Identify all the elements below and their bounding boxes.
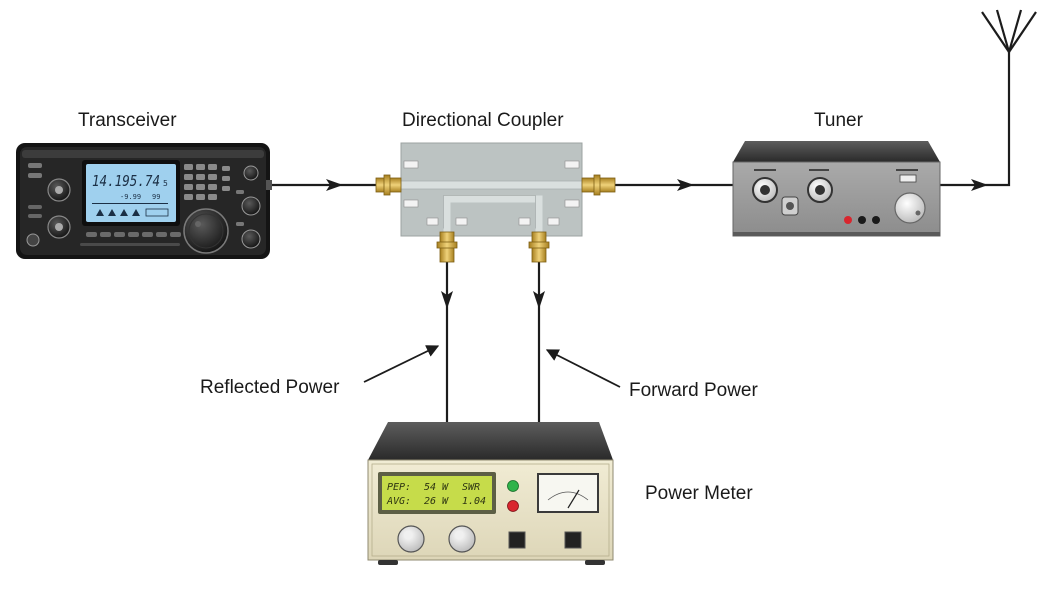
meter-knob-left <box>397 525 425 553</box>
transceiver-frequency: 14.195.74 <box>92 172 160 190</box>
transceiver-right-controls <box>236 165 261 249</box>
antenna-icon <box>981 9 1037 53</box>
arrow-forward-down <box>533 291 545 309</box>
meter-lcd <box>382 476 492 510</box>
tuner-device <box>732 141 941 237</box>
transceiver-bottom-buttons <box>80 232 181 246</box>
meter-knob-right <box>448 525 476 553</box>
transceiver-left-controls <box>26 163 71 247</box>
arrow-reflected-down <box>441 291 453 309</box>
coupler-reflected-port <box>436 231 458 263</box>
transceiver-main-dial <box>183 208 229 254</box>
coupler-label: Directional Coupler <box>402 110 564 131</box>
flow-arrows <box>326 179 988 309</box>
meter-led-red <box>507 500 519 512</box>
meter-led-green <box>507 480 519 492</box>
transceiver-sub-right: 99 <box>152 193 160 201</box>
meter-row1-label: PEP: <box>387 482 411 493</box>
arrow-to-coupler <box>326 179 343 191</box>
forward-callout-arrow <box>545 349 621 388</box>
reflected-power-label: Reflected Power <box>200 377 340 398</box>
meter-button-right <box>564 531 582 549</box>
coupler-forward-port <box>528 231 550 263</box>
arrow-to-tuner <box>677 179 694 191</box>
wires <box>268 52 1011 425</box>
wire-tuner-to-antenna <box>940 52 1011 187</box>
reflected-callout-arrow <box>363 345 440 383</box>
directional-coupler-device <box>375 142 616 263</box>
arrow-to-antenna-feed <box>971 179 988 191</box>
meter-row2-extra: 1.04 <box>462 496 486 507</box>
forward-power-label: Forward Power <box>629 380 758 401</box>
tuner-led-red <box>844 216 852 224</box>
coupler-input-connector <box>375 174 402 196</box>
transceiver-scope <box>92 203 169 217</box>
power-meter-device: PEP: 54 W SWR AVG: 26 W 1.04 <box>367 422 614 565</box>
meter-row2-value: 26 W <box>424 496 449 507</box>
transceiver-sub-left: -9.99 <box>120 193 141 201</box>
power-meter-label: Power Meter <box>645 483 753 504</box>
transceiver-device: 14.195.74 5 -9.99 99 <box>16 143 272 259</box>
meter-row2-label: AVG: <box>386 496 411 507</box>
meter-button-left <box>508 531 526 549</box>
meter-row1-value: 54 W <box>424 482 449 493</box>
transceiver-label: Transceiver <box>78 110 177 131</box>
meter-analog-gauge <box>537 473 599 513</box>
transceiver-keypad <box>184 164 230 200</box>
coupler-mounting-pads <box>403 160 580 226</box>
meter-row1-extra: SWR <box>462 482 480 493</box>
transceiver-lcd <box>86 164 176 222</box>
tuner-label: Tuner <box>814 110 863 131</box>
meter-needle <box>567 489 580 509</box>
tuner-tuning-knob <box>894 192 926 224</box>
coupler-output-connector <box>581 174 616 196</box>
transceiver-frequency-suffix: 5 <box>163 179 168 188</box>
